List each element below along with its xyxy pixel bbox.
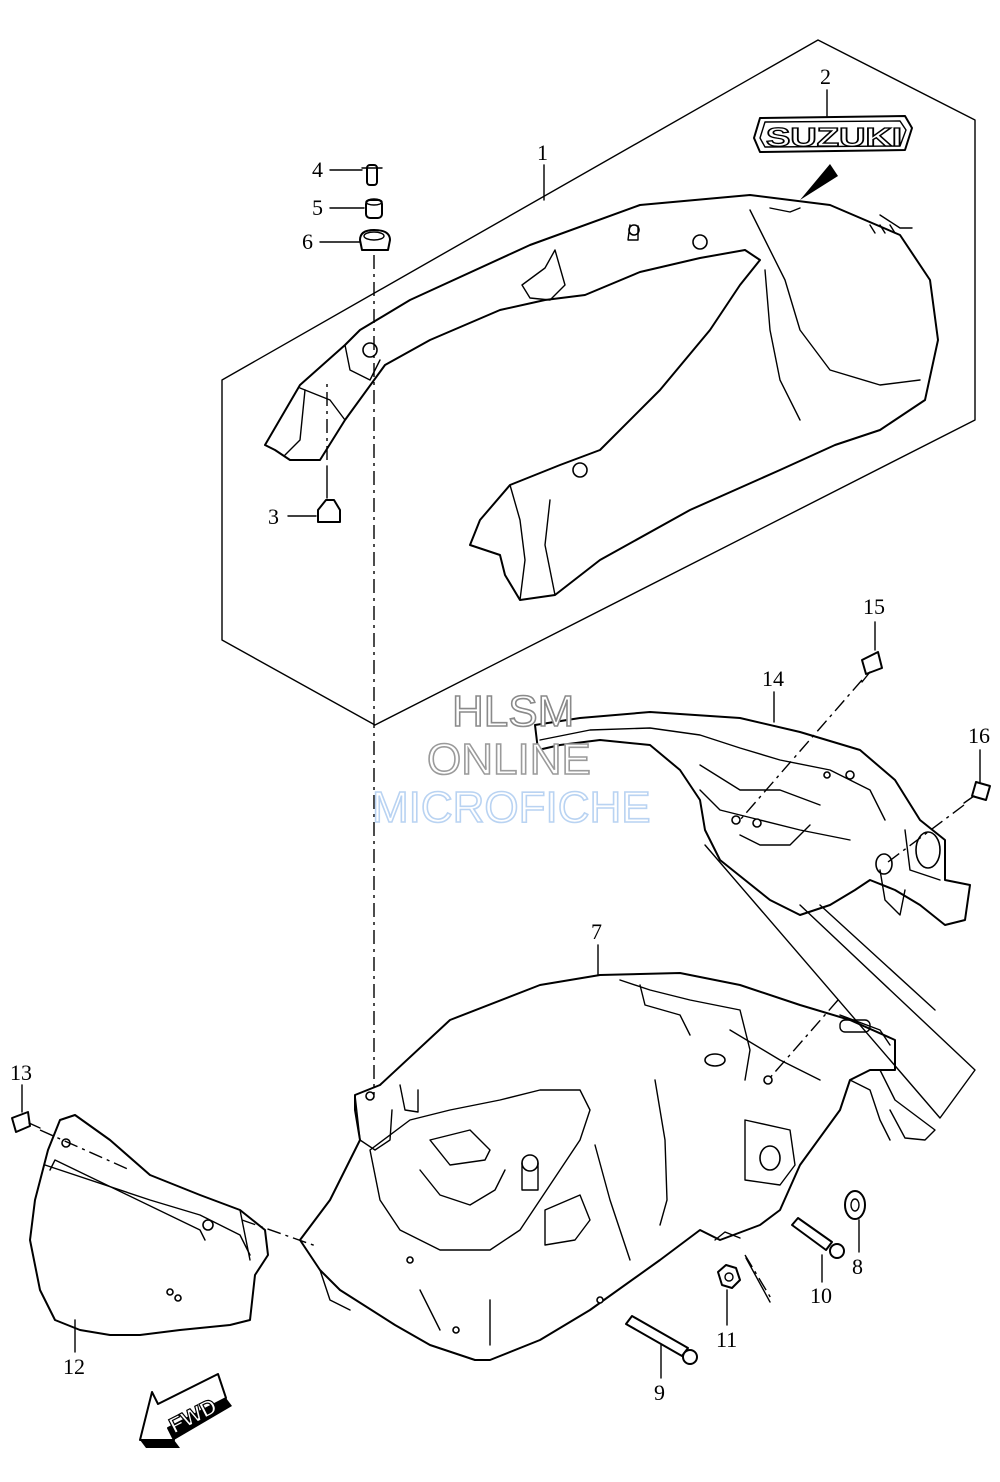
assembly-outline [221, 39, 976, 726]
callout-4: 4 [312, 157, 323, 182]
part-cushion-8 [844, 1190, 866, 1220]
assembly-lines [39, 255, 976, 1303]
part-rear-fender [299, 972, 936, 1361]
callout-1: 1 [537, 140, 548, 165]
callout-12: 12 [63, 1354, 85, 1379]
callout-numbers: 1 2 3 4 5 6 7 8 9 10 11 12 13 14 15 16 [10, 64, 990, 1405]
callout-15: 15 [863, 594, 885, 619]
part-bolt-15 [861, 651, 883, 683]
forward-arrow: FWD [139, 1373, 232, 1448]
leader-lines [21, 89, 981, 1379]
callout-14: 14 [762, 666, 784, 691]
part-rear-bracket [534, 711, 971, 926]
callout-10: 10 [810, 1283, 832, 1308]
emblem-text: SUZUKI [766, 122, 902, 152]
part-collar-5 [365, 198, 383, 219]
part-grommet-6 [359, 229, 391, 251]
watermark-line-3: MICROFICHE [372, 783, 651, 832]
part-screw-4 [361, 164, 383, 186]
watermark-line-1: HLSM [452, 687, 574, 736]
callout-9: 9 [654, 1380, 665, 1405]
part-tail-cowl [264, 194, 939, 601]
part-cushion-3 [317, 499, 341, 523]
part-bolt-10 [791, 1217, 845, 1259]
callout-5: 5 [312, 195, 323, 220]
emblem: SUZUKI [753, 115, 913, 200]
part-bolt-9 [625, 1315, 698, 1365]
callout-11: 11 [716, 1327, 737, 1352]
part-side-cover [29, 1114, 269, 1336]
callout-2: 2 [820, 64, 831, 89]
callout-6: 6 [302, 229, 313, 254]
part-bolt-13 [11, 1111, 41, 1133]
emblem-pointer [800, 164, 838, 200]
part-nut-11 [717, 1264, 741, 1289]
callout-8: 8 [852, 1254, 863, 1279]
callout-3: 3 [268, 504, 279, 529]
watermark-line-2: ONLINE [427, 735, 591, 784]
watermark: HLSM ONLINE MICROFICHE [371, 686, 651, 833]
callout-16: 16 [968, 723, 990, 748]
callout-13: 13 [10, 1060, 32, 1085]
part-bolt-16 [963, 781, 991, 804]
callout-7: 7 [591, 919, 602, 944]
